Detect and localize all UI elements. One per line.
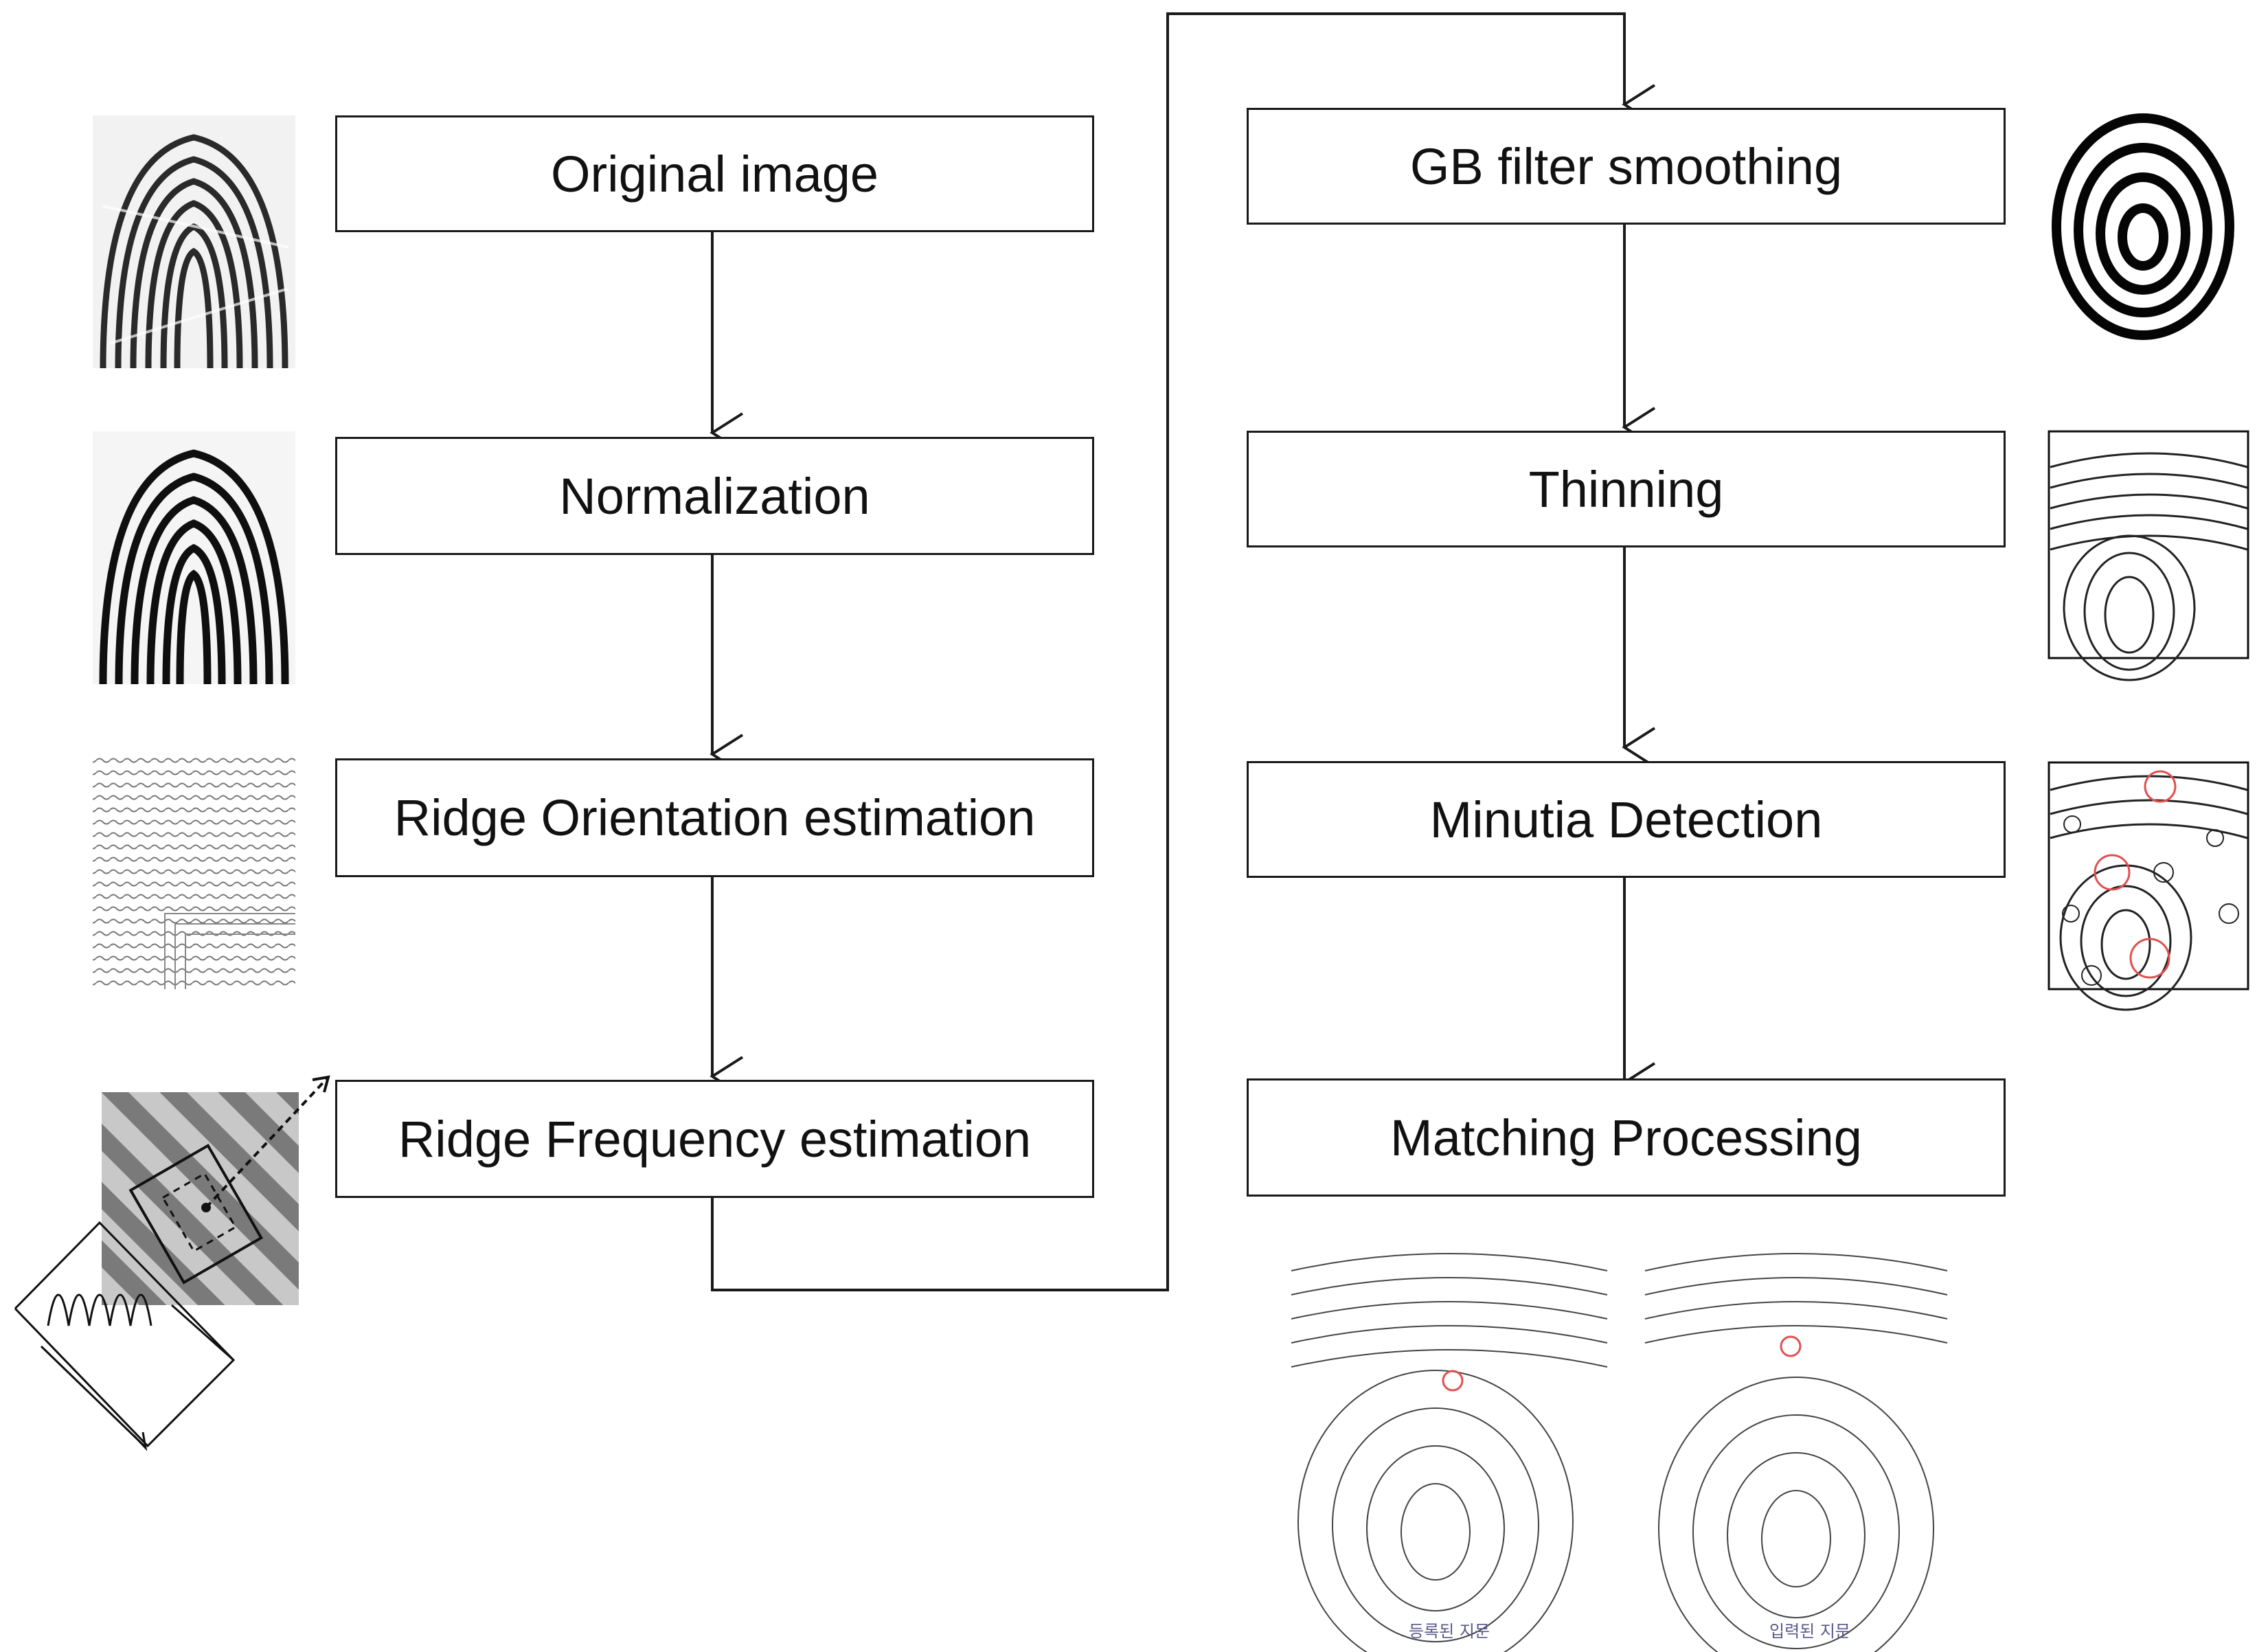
caption-registered-fingerprint: 등록된 지문 [1408, 1622, 1490, 1641]
step-minutia-detection: Minutia Detection [1247, 761, 2006, 878]
input-fingerprint-minutiae [1638, 1249, 1954, 1652]
caption-input-fingerprint: 입력된 지문 [1769, 1622, 1851, 1641]
orientation-field-thumbnail [93, 756, 295, 989]
normalized-fingerprint-thumbnail [93, 431, 295, 685]
gb-filtered-fingerprint-thumbnail [2049, 106, 2248, 340]
step-gb-filter-smoothing: GB filter smoothing [1247, 108, 2006, 225]
step-original-image: Original image [335, 115, 1094, 232]
thinned-fingerprint-thumbnail [2048, 430, 2249, 681]
connector-left-to-right-column [711, 12, 1656, 1291]
step-matching-processing: Matching Processing [1247, 1078, 2006, 1197]
minutia-fingerprint-thumbnail [2048, 761, 2249, 1011]
original-fingerprint-thumbnail [93, 115, 295, 369]
step-thinning: Thinning [1247, 431, 2006, 547]
ridge-frequency-thumbnail [14, 1075, 330, 1451]
step-ridge-orientation: Ridge Orientation estimation [335, 758, 1094, 877]
step-normalization: Normalization [335, 437, 1094, 555]
step-ridge-frequency: Ridge Frequency estimation [335, 1080, 1094, 1198]
registered-fingerprint-minutiae [1284, 1249, 1613, 1652]
